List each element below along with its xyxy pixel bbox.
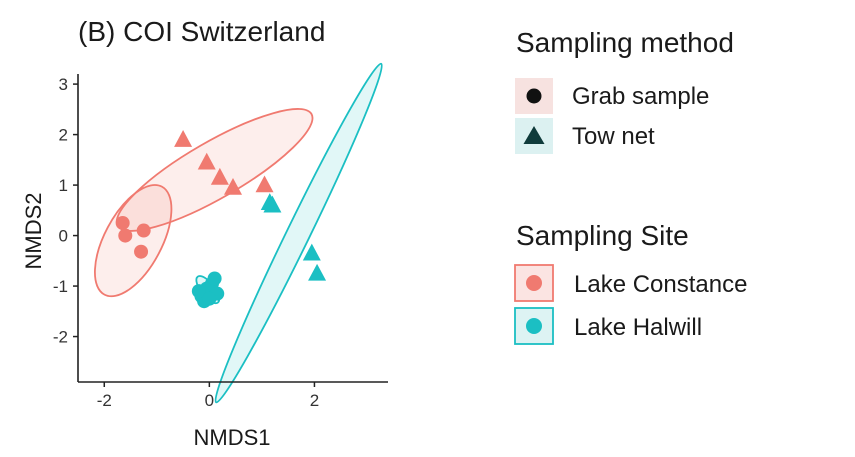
y-tick-label: 1 [59,176,68,195]
point-lake-constance-grab-sample [134,244,149,259]
point-lake-constance-grab-sample [136,223,151,238]
y-tick-label: -1 [53,277,68,296]
ellipse-layer [94,62,383,404]
legend-label-lake-halwill: Lake Halwill [574,314,702,341]
legend-sampling-method: Sampling method Grab sample Tow net [515,27,734,154]
circle-icon [526,318,542,334]
legend-title-sampling-method: Sampling method [516,27,734,58]
chart-title: (B) COI Switzerland [78,16,325,47]
point-lake-halwill-tow-net [308,263,327,281]
point-lake-halwill-tow-net [302,243,321,261]
x-tick-label: 2 [310,391,319,410]
triangle-icon [523,126,545,144]
axis-layer [77,74,388,383]
y-tick-label: 2 [59,126,68,145]
point-lake-constance-tow-net [174,130,193,147]
legend-label-grab-sample: Grab sample [572,83,709,110]
point-lake-constance-tow-net [210,167,229,185]
point-lake-constance-tow-net [197,152,216,170]
point-lake-halwill-grab-sample [191,284,206,299]
tick-layer: 3 2 1 0 -1 -2 -2 0 2 [53,75,319,410]
x-tick-label: 0 [205,391,214,410]
legend-label-lake-constance: Lake Constance [574,271,747,298]
legend-label-tow-net: Tow net [572,123,655,150]
point-lake-constance-tow-net [224,178,242,195]
y-tick-label: -2 [53,328,68,347]
point-lake-constance-tow-net [255,175,274,193]
point-lake-halwill-tow-net [263,195,282,213]
x-axis-title: NMDS1 [193,425,270,450]
point-lake-halwill-grab-sample [207,271,222,286]
points-layer [115,130,327,309]
point-lake-constance-grab-sample [115,215,130,230]
circle-icon [526,275,542,291]
confidence-ellipse-1 [94,184,173,298]
circle-icon [526,88,542,104]
point-lake-constance-grab-sample [118,228,133,243]
confidence-ellipse-4 [214,62,383,404]
y-axis-title: NMDS2 [21,192,46,269]
legend-sampling-site: Sampling Site Lake Constance Lake Halwil… [514,220,747,345]
legend-title-sampling-site: Sampling Site [516,220,689,251]
x-tick-label: -2 [97,391,112,410]
y-tick-label: 3 [59,75,68,94]
y-tick-label: 0 [59,227,68,246]
point-lake-halwill-grab-sample [202,291,217,306]
